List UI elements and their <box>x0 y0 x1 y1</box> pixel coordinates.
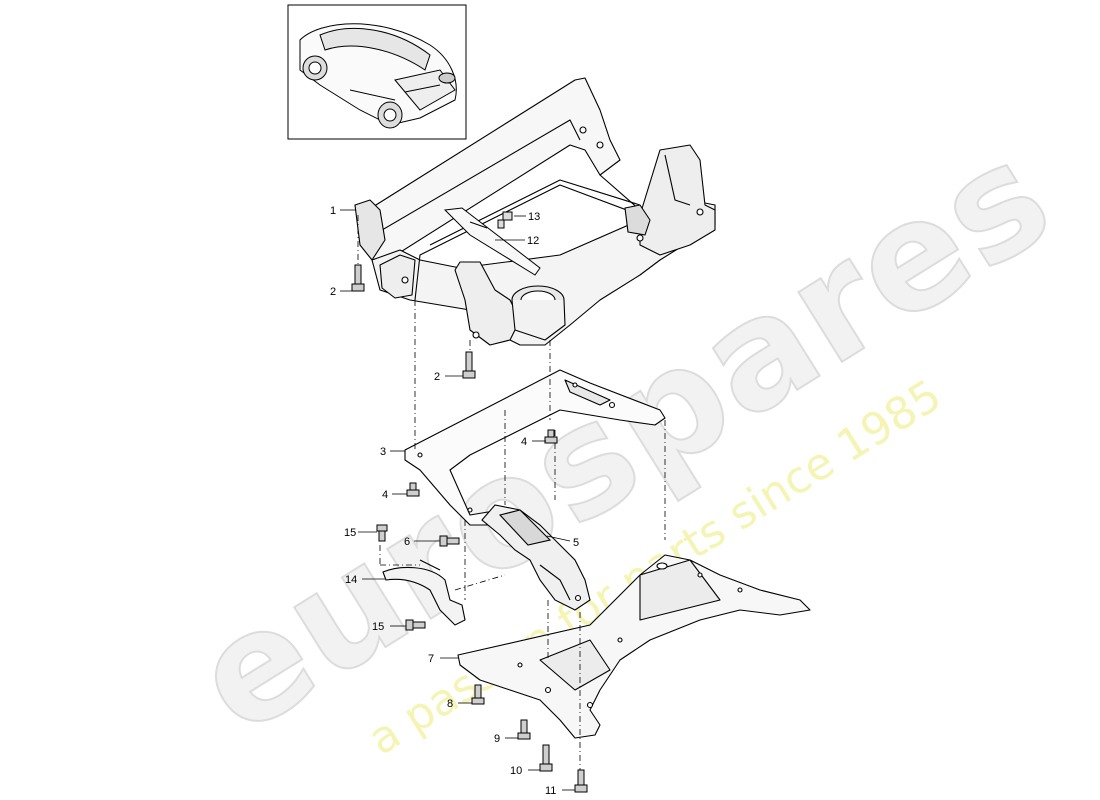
bolt-part-13 <box>497 211 513 229</box>
callout-4b: 4 <box>382 489 388 501</box>
shield-part-14 <box>382 559 466 626</box>
callout-3: 3 <box>380 446 386 458</box>
callout-10: 10 <box>510 765 522 777</box>
bolt-6 <box>439 535 460 547</box>
callout-15b: 15 <box>372 621 384 633</box>
callout-2b: 2 <box>434 371 440 383</box>
callout-15a: 15 <box>344 527 356 539</box>
callout-5: 5 <box>573 537 579 549</box>
bolt-4a <box>544 429 558 444</box>
bolt-10 <box>539 744 553 772</box>
car-rear-three-quarter-icon <box>299 23 457 129</box>
bolt-8 <box>471 684 485 705</box>
callout-13: 13 <box>528 211 540 223</box>
callout-7: 7 <box>428 653 434 665</box>
bracket-part-5 <box>481 504 591 611</box>
front-axle-crossmember <box>354 77 716 346</box>
bolt-2b <box>462 351 476 379</box>
under-plate-part-7 <box>457 554 811 739</box>
strap-part-12 <box>443 207 541 276</box>
callout-8: 8 <box>447 698 453 710</box>
leader-lines <box>340 209 575 791</box>
callouts: 1 2 2 3 4 4 5 6 7 8 9 10 11 12 13 14 15 … <box>330 205 579 797</box>
callout-4a: 4 <box>521 436 527 448</box>
bolt-11 <box>574 769 588 793</box>
callout-11: 11 <box>545 785 556 797</box>
brace-plate-part-3 <box>404 369 666 526</box>
callout-9: 9 <box>494 733 500 745</box>
bolt-9 <box>517 719 531 740</box>
callout-14: 14 <box>345 574 357 586</box>
callout-1: 1 <box>330 205 336 217</box>
bolt-15a <box>376 524 388 542</box>
callout-6: 6 <box>404 536 410 548</box>
callout-2a: 2 <box>330 286 336 298</box>
bolt-4b <box>406 482 420 497</box>
inset-car-box <box>287 4 467 140</box>
bolt-2a <box>351 264 365 292</box>
watermark-brand: eurospares <box>167 108 1080 769</box>
assembly-lines <box>357 215 666 770</box>
bolt-symbols <box>351 264 588 793</box>
callout-12: 12 <box>527 235 539 247</box>
bolt-15b <box>405 619 426 631</box>
